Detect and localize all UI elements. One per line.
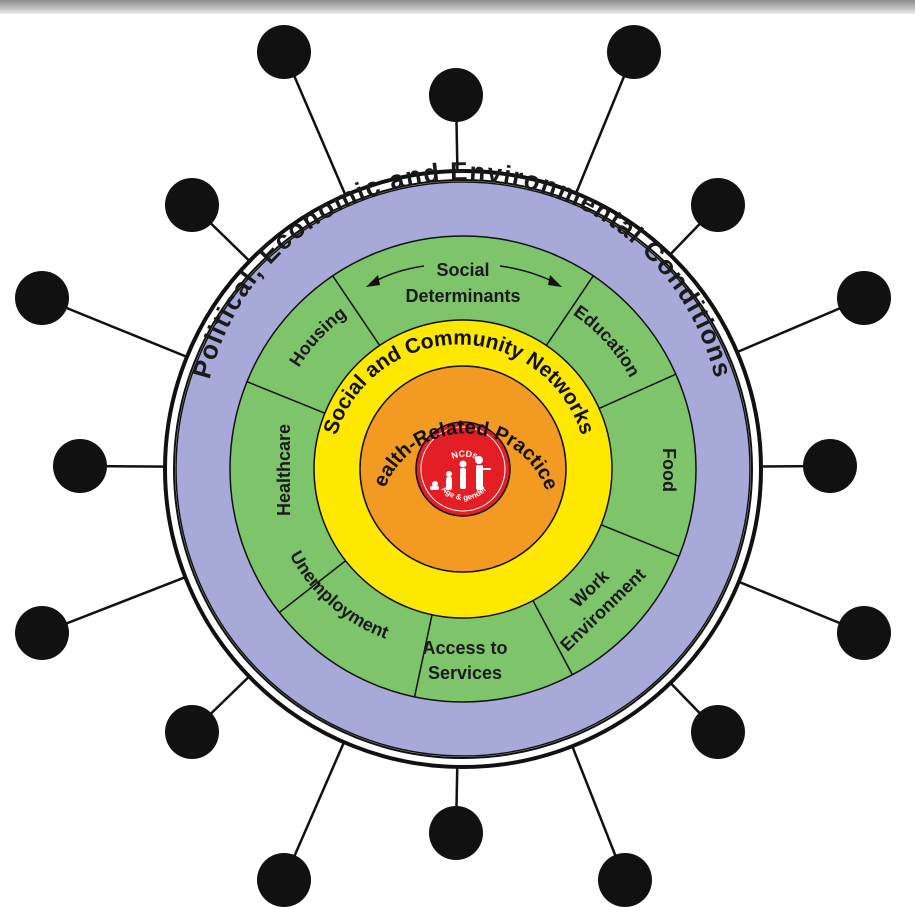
spoke-node	[429, 806, 483, 860]
spoke-node	[691, 178, 745, 232]
spoke-node	[837, 271, 891, 325]
segment-divider	[413, 614, 433, 698]
segment-access-line1: Access to	[422, 638, 507, 658]
segment-divider	[598, 373, 677, 410]
segment-dividers	[246, 275, 680, 698]
spoke-node	[803, 439, 857, 493]
arrowhead-icons	[366, 275, 562, 287]
window-top-bar	[0, 0, 915, 14]
segment-divider	[532, 600, 574, 676]
segment-divider	[246, 381, 326, 414]
segment-divider	[600, 524, 680, 557]
social-determinants-title-1: Social	[436, 260, 489, 280]
spoke-node	[165, 705, 219, 759]
spoke-node	[691, 705, 745, 759]
segment-divider	[278, 560, 347, 614]
human-evolution-icon	[430, 456, 491, 490]
social-determinants-title-2: Determinants	[405, 286, 520, 306]
spoke-node	[257, 25, 311, 79]
segment-healthcare: Healthcare	[274, 424, 294, 516]
spoke-node	[607, 25, 661, 79]
nodes	[15, 25, 891, 907]
spoke-node	[53, 439, 107, 493]
segment-divider	[545, 275, 594, 346]
segment-access-line2: Services	[428, 663, 502, 683]
spoke-node	[165, 178, 219, 232]
spoke-node	[598, 853, 652, 907]
spoke-node	[15, 606, 69, 660]
spoke-node	[15, 271, 69, 325]
spoke-node	[257, 853, 311, 907]
core-inner-rim	[420, 426, 506, 512]
segment-food: Food	[659, 448, 679, 492]
spoke-node	[429, 68, 483, 122]
spoke-node	[837, 606, 891, 660]
segment-divider	[332, 275, 381, 346]
